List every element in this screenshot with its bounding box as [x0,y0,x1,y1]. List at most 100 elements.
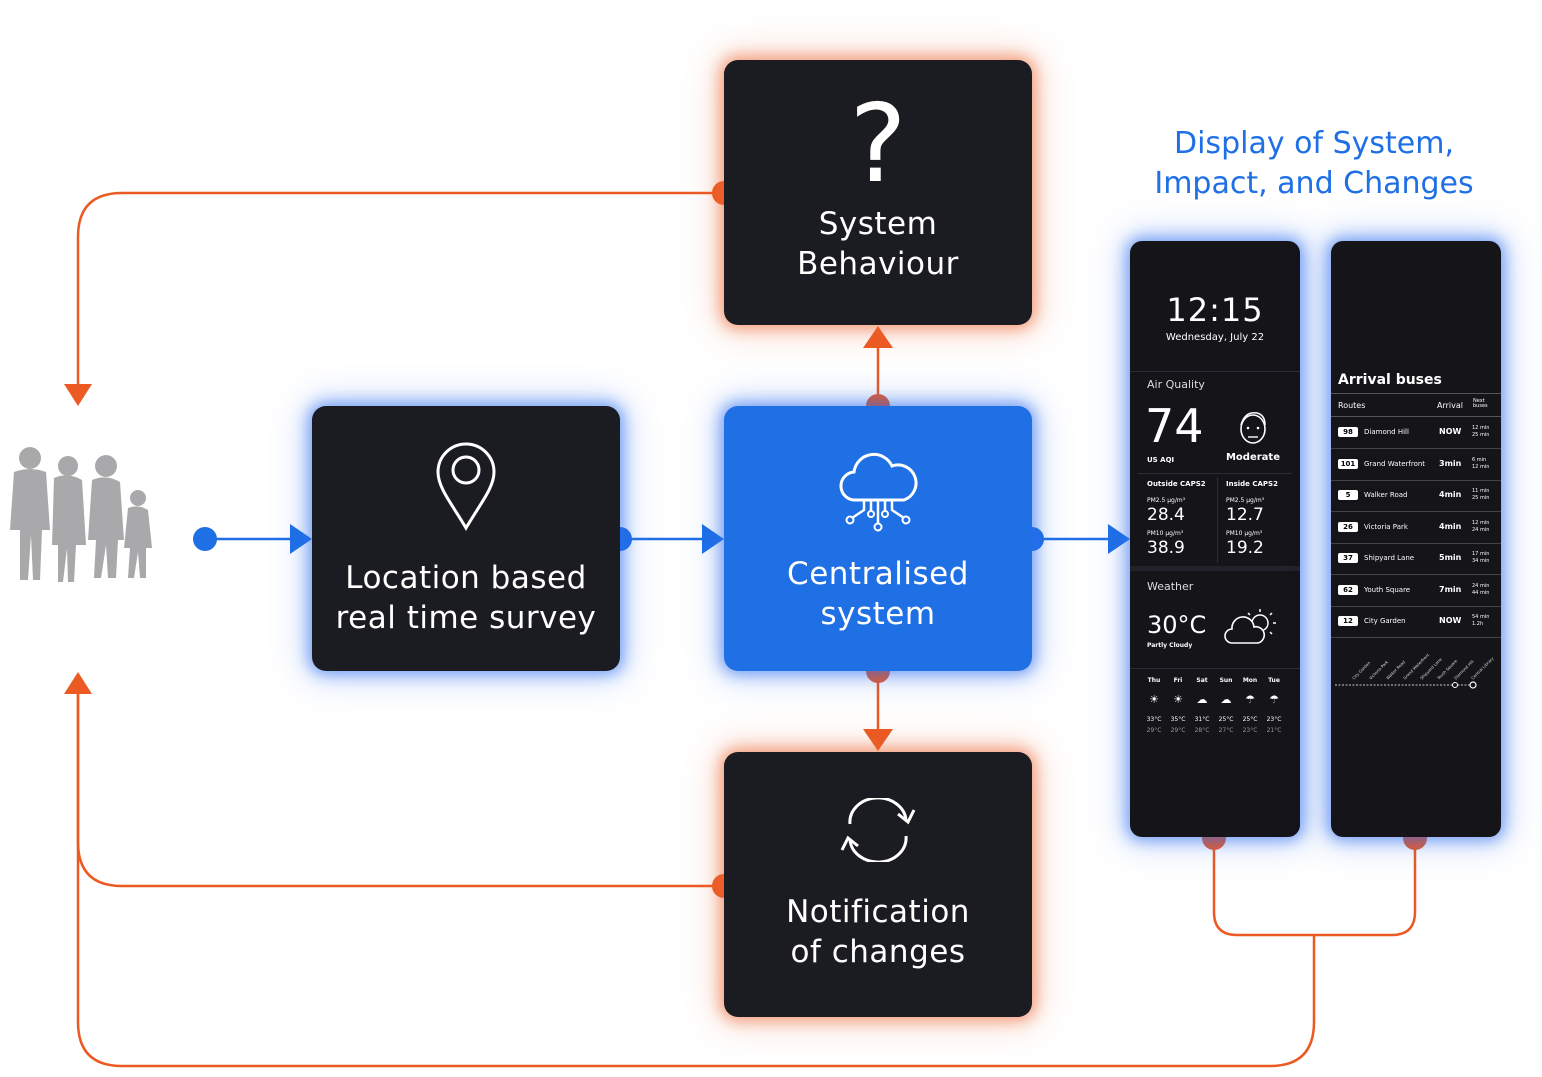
inside-pm10-value: 19.2 [1226,538,1264,558]
forecast-high: 23°C [1266,716,1282,723]
route-badge: 62 [1338,584,1358,595]
route-badge: 12 [1338,616,1358,626]
forecast-day: Fri [1173,677,1183,684]
arrival-time: NOW [1439,427,1462,436]
arrow-to-display [1108,524,1130,554]
forecast-low: 27°C [1218,727,1234,734]
weather-condition: Partly Cloudy [1147,642,1193,649]
next-bus-2: 1.2h [1472,621,1484,627]
cloud-network-icon [839,452,918,531]
divider [1331,393,1501,394]
family-silhouette-icon [10,447,152,582]
arrival-time: 4min [1439,490,1462,499]
forecast-low: 21°C [1266,727,1282,734]
next-bus-2: 12 min [1472,463,1490,470]
col-next: Next buses [1473,398,1488,409]
route-timeline [1335,681,1477,689]
question-mark-icon: ? [849,81,907,207]
forecast-day: Thu [1147,677,1161,684]
centralised-system-label: Centralised system [787,555,969,632]
bus-panel-title: Arrival buses [1338,372,1442,388]
forecast-high: 25°C [1218,716,1234,723]
aqi-unit: US AQI [1147,456,1175,464]
air-quality-title: Air Quality [1147,378,1205,391]
stop-name: Youth Square [1364,585,1411,594]
forecast-high: 35°C [1170,716,1186,723]
rain-cloud-icon: ☂ [1245,693,1255,706]
next-bus-1: 17 min [1472,551,1490,557]
outside-pm25-label: PM2.5 μg/m³ [1147,497,1186,504]
divider [1130,566,1300,571]
forecast-high: 25°C [1242,716,1258,723]
display-to-people-line [76,690,1316,1068]
inside-pm25-label: PM2.5 μg/m³ [1226,497,1265,504]
arrow-to-survey [290,524,312,554]
outside-pm25-value: 28.4 [1147,505,1185,525]
route-badge: 5 [1338,490,1358,500]
system-behaviour-label: System Behaviour [797,205,959,282]
display-heading: Display of System, Impact, and Changes [1154,126,1474,201]
next-bus-1: 12 min [1472,425,1490,431]
next-bus-2: 34 min [1472,558,1490,564]
inside-pm25-value: 12.7 [1226,505,1264,525]
aqi-value: 74 [1145,399,1204,453]
location-survey-label: Location based real time survey [335,559,597,636]
bus-arrival-panel: Arrival buses Routes Arrival Next buses … [1331,241,1501,837]
timeline-stop-label: Central Library [1470,655,1495,681]
outside-title: Outside CAPS2 [1147,480,1206,488]
stop-name: Victoria Park [1364,522,1408,531]
neutral-face-icon [1240,411,1266,444]
arrival-time: NOW [1439,616,1462,625]
route-badge: 26 [1338,521,1358,532]
forecast-low: 28°C [1194,727,1210,734]
partly-cloudy-icon [1224,609,1276,644]
stop-name: Shipyard Lane [1364,554,1415,562]
divider [1331,416,1501,417]
system-behaviour-box: ? System Behaviour [724,60,1032,325]
next-bus-1: 12 min [1472,519,1490,526]
forecast-low: 29°C [1146,727,1162,734]
weather-temp: 30°C [1147,611,1207,639]
col-arrival: Arrival [1437,401,1463,410]
outside-pm10-value: 38.9 [1147,538,1185,558]
route-badge: 101 [1338,458,1358,469]
arrival-time: 5min [1439,553,1462,562]
arrow-to-people-bottom [64,672,92,694]
weather-title: Weather [1147,580,1194,593]
forecast-day: Tue [1268,677,1280,684]
cloud-icon: ☁ [1196,693,1208,706]
notify-to-people-line [76,690,724,888]
stop-name: Grand Waterfront [1364,459,1426,468]
forecast-strip: Thu ☀ 33°C 29°C Fri ☀ 35°C 29°C Sat ☁ 31… [1142,677,1294,757]
next-bus-2: 25 min [1472,432,1490,438]
cloud-icon: ☁ [1220,693,1232,706]
weather-display-panel: 12:15 Wednesday, July 22 Air Quality 74 … [1130,241,1300,837]
stop-name: City Garden [1364,617,1406,625]
divider [1217,477,1218,563]
sun-icon: ☀ [1173,693,1183,706]
next-bus-1: 6 min [1472,456,1487,463]
forecast-low: 29°C [1170,727,1186,734]
stop-name: Walker Road [1364,491,1408,499]
clock-date: Wednesday, July 22 [1165,332,1265,343]
arrival-time: 4min [1439,521,1462,531]
display-join-line [1212,838,1417,937]
next-bus-1: 54 min [1472,614,1490,620]
stop-name: Diamond Hill [1364,428,1409,436]
behaviour-to-people-line [76,191,724,388]
divider [1130,668,1300,669]
arrival-time: 3min [1439,458,1462,468]
refresh-cycle-icon [840,797,916,862]
next-bus-2: 25 min [1472,495,1490,501]
aqi-status: Moderate [1225,452,1280,463]
inside-pm10-label: PM10 μg/m³ [1226,530,1263,537]
forecast-day: Sat [1196,677,1208,684]
location-pin-icon [436,442,496,531]
